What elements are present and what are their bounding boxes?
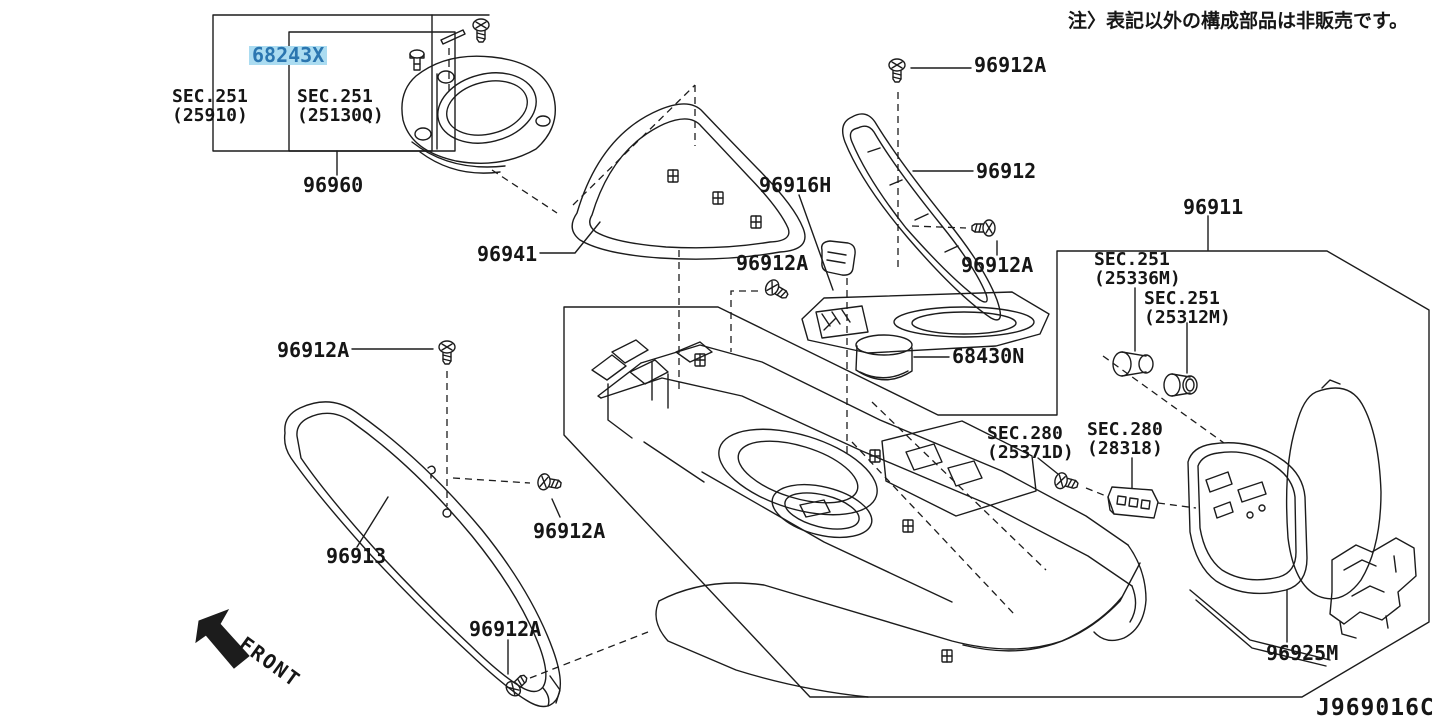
- assembly-dash-screw-center: [730, 290, 758, 352]
- part-label-96912a-bottom: 96912A: [469, 617, 542, 641]
- part-label-96912a-topright: 96912A: [974, 53, 1047, 77]
- part-label-96911: 96911: [1183, 195, 1244, 219]
- sec-label-25910-line1: SEC.251: [172, 86, 248, 107]
- cupholder-68430n-drawing: [762, 276, 1050, 381]
- assembly-dash-screw-right: [911, 225, 967, 229]
- section-box-console: [563, 250, 1430, 698]
- lighter-socket-drawings: [1112, 287, 1198, 397]
- sec-label-25312m: SEC.251 (25312M): [1144, 289, 1231, 327]
- part-label-96912a-left: 96912A: [277, 338, 350, 362]
- part-label-96916h: 96916H: [759, 173, 832, 197]
- console-body-drawing: [591, 339, 1147, 698]
- part-label-68430n: 68430N: [952, 344, 1025, 368]
- clip-96916h-drawing: [798, 194, 856, 291]
- sec-label-25336m: SEC.251 (25336M): [1094, 250, 1181, 288]
- note-text: 注〉表記以外の構成部品は非販売です。: [1068, 10, 1409, 32]
- highlighted-part-link-68243x[interactable]: 68243X: [249, 45, 328, 65]
- assembly-dash-screw-mid: [452, 477, 531, 484]
- sec-label-25910-line2: (25910): [172, 105, 248, 126]
- sec-label-25371d-line2: (25371D): [987, 442, 1074, 463]
- sec-label-28318-line2: (28318): [1087, 438, 1163, 459]
- sec-label-25312m-line1: SEC.251: [1144, 288, 1220, 309]
- part-label-96912a-mid: 96912A: [533, 519, 606, 543]
- section-box-96960: [212, 14, 490, 176]
- sec-label-25130q: SEC.251 (25130Q): [297, 87, 384, 125]
- assembly-dash-screw-bottom: [529, 631, 649, 679]
- part-label-96912: 96912: [976, 159, 1037, 183]
- front-arrow-icon: [195, 609, 250, 669]
- sec-label-28318: SEC.280 (28318): [1087, 420, 1163, 458]
- finisher-96912-drawing: [842, 113, 1002, 321]
- part-label-96960: 96960: [303, 173, 364, 197]
- assembly-dash-boot: [491, 169, 558, 214]
- sec-label-25130q-line1: SEC.251: [297, 86, 373, 107]
- sec-label-25312m-line2: (25312M): [1144, 307, 1231, 328]
- finisher-96941-drawing: [539, 103, 806, 260]
- sec-label-28318-line1: SEC.280: [1087, 419, 1163, 440]
- part-label-96912a-center: 96912A: [736, 251, 809, 275]
- part-label-96925m: 96925M: [1266, 641, 1339, 665]
- assembly-dash-connector: [1085, 487, 1197, 509]
- sec-label-25371d: SEC.280 (25371D): [987, 424, 1074, 462]
- sec-label-25371d-line1: SEC.280: [987, 423, 1063, 444]
- sec-label-25336m-line2: (25336M): [1094, 268, 1181, 289]
- sec280-part-drawings: [1037, 457, 1159, 519]
- screw-96912a-drawings: [351, 58, 998, 700]
- rear-console-96911-drawing: [1187, 379, 1382, 667]
- sec-label-25910: SEC.251 (25910): [172, 87, 248, 125]
- bracket-96925m-drawing: [1286, 537, 1417, 643]
- part-label-96913: 96913: [326, 544, 387, 568]
- assembly-dash-long: [851, 401, 1047, 615]
- assembly-dash-apex: [572, 84, 696, 206]
- sec-label-25130q-line2: (25130Q): [297, 105, 384, 126]
- sec-label-25336m-line1: SEC.251: [1094, 249, 1170, 270]
- part-label-96941: 96941: [477, 242, 538, 266]
- diagram-code: J969016C: [1316, 695, 1435, 721]
- assembly-dash-sockets: [1102, 355, 1225, 444]
- part-label-96912a-right: 96912A: [961, 253, 1034, 277]
- boot-retainer-drawing: [401, 18, 556, 174]
